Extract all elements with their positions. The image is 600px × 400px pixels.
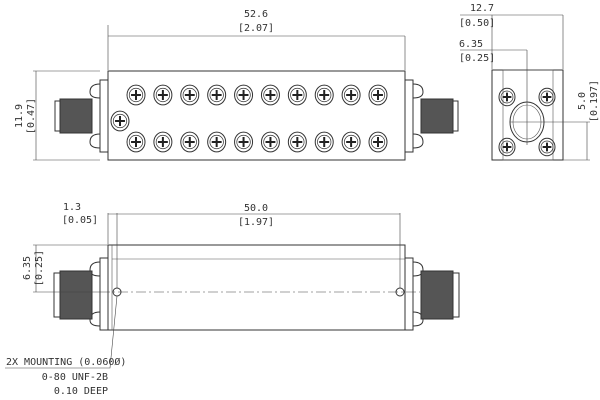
end-height-in: [0.197]	[589, 80, 600, 122]
screw-icon	[110, 110, 130, 132]
screw-icon	[538, 87, 556, 107]
end-height-mm: 5.0	[577, 92, 588, 110]
end-view: 12.7 [0.50] 6.35 [0.25] 5.0 [0.197]	[459, 3, 600, 161]
screw-icon	[498, 87, 516, 107]
screw-icon	[126, 131, 146, 153]
screw-icon	[153, 131, 173, 153]
screw-icon	[287, 131, 307, 153]
screw-icon	[260, 84, 280, 106]
length-in: [2.07]	[238, 23, 274, 34]
screw-icon	[180, 84, 200, 106]
screw-icon	[287, 84, 307, 106]
screw-icon	[207, 84, 227, 106]
right-connector	[404, 79, 459, 153]
top-screws	[110, 84, 388, 153]
screw-icon	[341, 84, 361, 106]
screw-icon	[234, 84, 254, 106]
note-line-3: 0.10 DEEP	[54, 386, 108, 397]
screw-icon	[368, 84, 388, 106]
bottom-view: 1.3 [0.05] 50.0 [1.97] 6.35 [0.25] 2X MO…	[5, 202, 460, 397]
end-center-in: [0.25]	[459, 53, 495, 64]
top-body	[107, 70, 406, 161]
screw-icon	[498, 137, 516, 157]
height-mm: 11.9	[14, 104, 25, 128]
right-connector-bottom	[404, 257, 460, 331]
screw-icon	[234, 131, 254, 153]
screw-icon	[314, 84, 334, 106]
note-line-1: 2X MOUNTING (0.060Ø)	[6, 356, 126, 368]
center-in: [0.25]	[34, 250, 45, 286]
offset-mm: 1.3	[63, 202, 81, 213]
screw-icon	[180, 131, 200, 153]
screw-icon	[314, 131, 334, 153]
screw-icon	[368, 131, 388, 153]
height-in: [0.47]	[26, 98, 37, 134]
offset-in: [0.05]	[62, 215, 98, 226]
hole-spacing-in: [1.97]	[238, 217, 274, 228]
top-view: 52.6 [2.07] 11.9 [0.47]	[14, 9, 459, 161]
end-width-in: [0.50]	[459, 18, 495, 29]
end-width-mm: 12.7	[470, 3, 494, 14]
screw-icon	[153, 84, 173, 106]
left-connector	[54, 79, 109, 153]
screw-icon	[207, 131, 227, 153]
bottom-body	[107, 244, 406, 331]
screw-icon	[341, 131, 361, 153]
center-mm: 6.35	[22, 256, 33, 280]
screw-icon	[538, 137, 556, 157]
hole-spacing-mm: 50.0	[244, 203, 268, 214]
left-connector-bottom	[53, 257, 109, 331]
screw-icon	[126, 84, 146, 106]
screw-icon	[260, 131, 280, 153]
note-line-2: 0-80 UNF-2B	[42, 372, 108, 383]
length-mm: 52.6	[244, 9, 268, 20]
end-center-mm: 6.35	[459, 39, 483, 50]
